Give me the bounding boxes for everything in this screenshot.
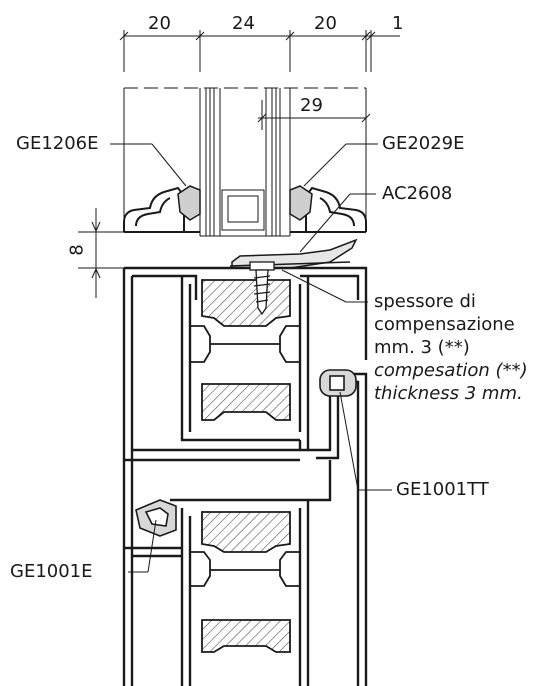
chamber-flanges [190, 325, 300, 587]
ge1001e-gasket [135, 499, 177, 537]
dimension-24: 24 [232, 13, 255, 34]
note-line-5: thickness 3 mm. [374, 383, 523, 404]
note-line-1: spessore di [374, 291, 476, 312]
glass-unit [123, 87, 367, 237]
dimension-29: 29 [300, 95, 323, 116]
label-ge1001e: GE1001E [10, 561, 93, 582]
thermal-break-inserts [201, 279, 291, 653]
dimension-1: 1 [392, 13, 404, 34]
top-bead-profile [123, 186, 367, 233]
ge1001tt-gasket [319, 369, 357, 397]
note-line-2: compensazione [374, 314, 515, 335]
ac2608-clip [229, 238, 358, 269]
dimension-20-left: 20 [148, 13, 171, 34]
top-dimension-lines [119, 30, 400, 72]
compensation-note: spessore di compensazione mm. 3 (**) com… [374, 290, 558, 405]
glass-gaskets [177, 185, 313, 221]
label-ac2608: AC2608 [382, 183, 453, 204]
note-line-3: mm. 3 (**) [374, 337, 470, 358]
leader-lines [110, 143, 392, 573]
label-ge1206e: GE1206E [16, 133, 99, 154]
label-ge1001tt: GE1001TT [396, 479, 489, 500]
note-line-4: compesation (**) [374, 360, 528, 381]
dimension-20-right: 20 [314, 13, 337, 34]
screw [249, 261, 275, 316]
label-ge2029e: GE2029E [382, 133, 465, 154]
side-dimension-8 [78, 208, 130, 298]
frame-profile [122, 266, 368, 686]
dimension-8: 8 [66, 244, 88, 256]
